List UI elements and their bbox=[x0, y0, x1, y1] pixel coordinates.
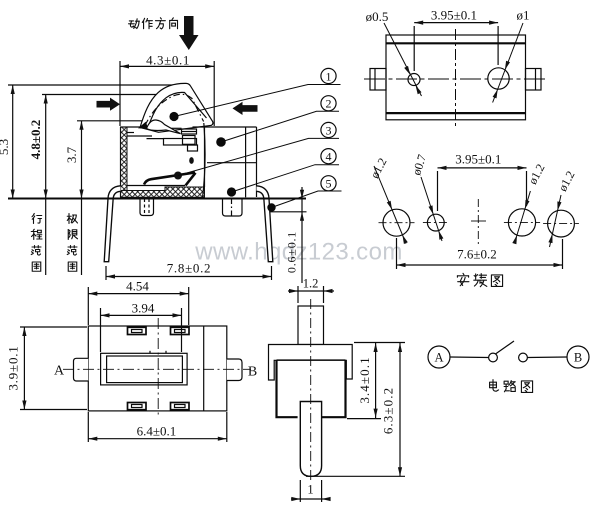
svg-text:3.95±0.1: 3.95±0.1 bbox=[431, 8, 477, 23]
svg-text:4.3±0.1: 4.3±0.1 bbox=[146, 53, 190, 68]
svg-text:1: 1 bbox=[326, 69, 332, 83]
svg-text:4.54: 4.54 bbox=[126, 279, 149, 294]
svg-text:3.4±0.1: 3.4±0.1 bbox=[357, 356, 372, 403]
svg-text:5.3: 5.3 bbox=[0, 139, 11, 155]
svg-text:www.hqdz123.com: www.hqdz123.com bbox=[194, 239, 402, 266]
svg-text:3.9±0.1: 3.9±0.1 bbox=[6, 345, 21, 390]
svg-text:3: 3 bbox=[326, 123, 332, 137]
svg-text:B: B bbox=[248, 365, 257, 380]
svg-text:1.2: 1.2 bbox=[303, 277, 319, 291]
svg-text:A: A bbox=[434, 351, 443, 365]
svg-text:ø0.5: ø0.5 bbox=[366, 9, 389, 24]
svg-text:B: B bbox=[574, 351, 582, 365]
svg-text:A: A bbox=[54, 364, 65, 379]
svg-text:2: 2 bbox=[326, 97, 332, 111]
svg-text:6.3±0.2: 6.3±0.2 bbox=[381, 387, 396, 434]
svg-text:ø0.7: ø0.7 bbox=[409, 153, 429, 177]
svg-text:3.94: 3.94 bbox=[132, 300, 155, 315]
svg-text:3.95±0.1: 3.95±0.1 bbox=[455, 152, 501, 167]
svg-text:3.7: 3.7 bbox=[64, 146, 79, 163]
svg-text:4: 4 bbox=[326, 150, 332, 164]
svg-text:4.8±0.2: 4.8±0.2 bbox=[28, 120, 43, 160]
svg-text:7.6±0.2: 7.6±0.2 bbox=[457, 247, 497, 262]
svg-text:6.4±0.1: 6.4±0.1 bbox=[137, 424, 177, 439]
svg-text:5: 5 bbox=[326, 177, 332, 191]
svg-text:7.8±0.2: 7.8±0.2 bbox=[167, 261, 212, 276]
svg-text:0.6±0.1: 0.6±0.1 bbox=[285, 231, 299, 273]
svg-text:ø1: ø1 bbox=[517, 8, 530, 23]
svg-text:1: 1 bbox=[307, 483, 313, 497]
